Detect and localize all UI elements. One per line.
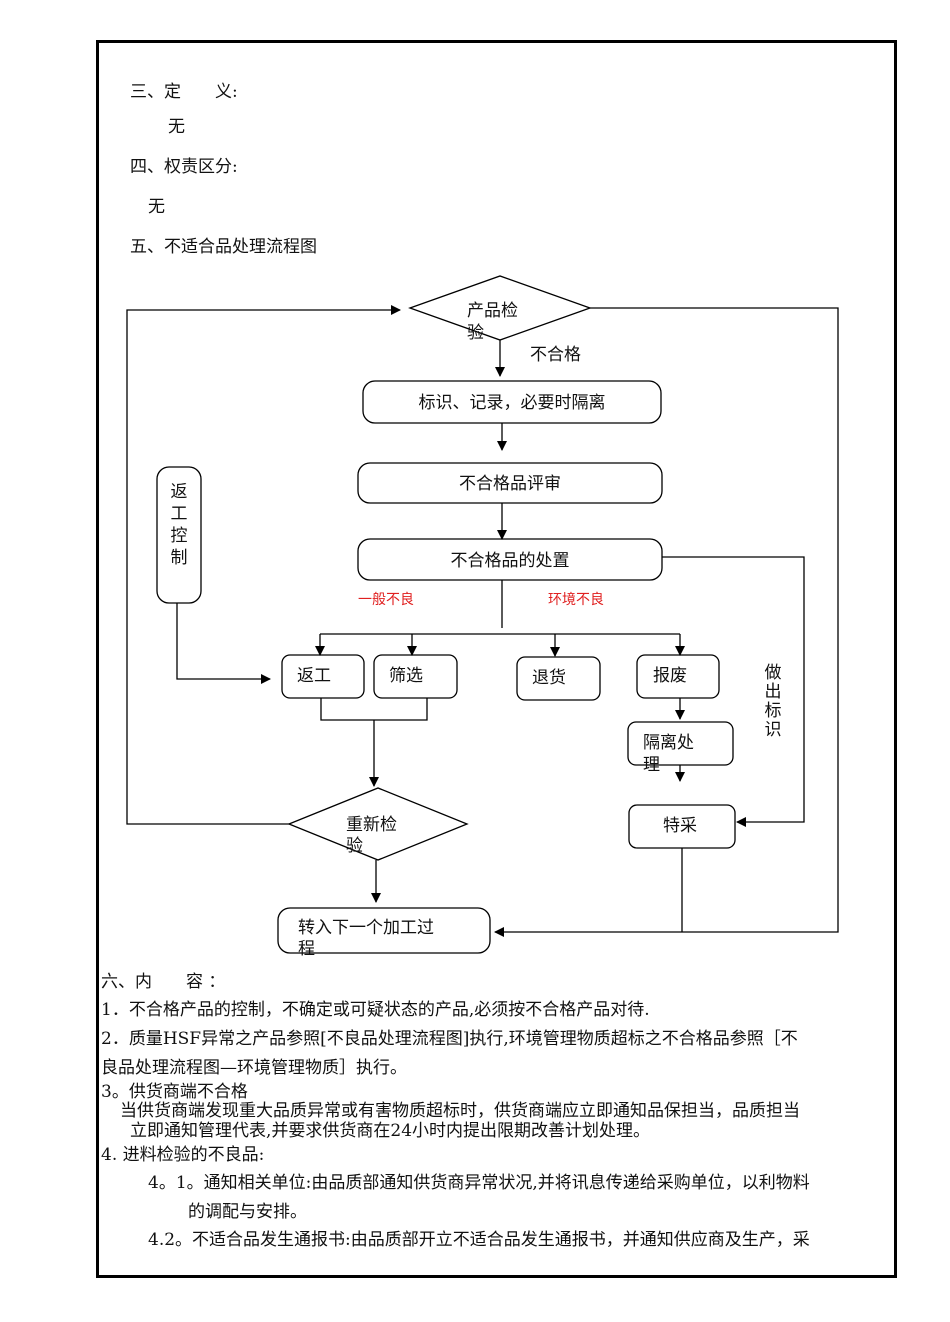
definition-heading: 三、定 义: — [130, 82, 238, 102]
inspect-text-2: 验 — [467, 323, 484, 343]
disposal-box — [357, 538, 663, 581]
isolate-text-1: 隔离处 — [643, 733, 694, 753]
review-box — [357, 462, 663, 504]
screen-box — [373, 654, 458, 699]
screen-text: 筛选 — [389, 666, 423, 686]
rework-text: 返工 — [297, 666, 331, 686]
content-line: 1．不合格产品的控制，不确定或可疑状态的产品,必须按不合格产品对待. — [101, 1000, 650, 1020]
rework-control-char: 返 — [171, 482, 188, 502]
mark-record-text: 标识、记录，必要时隔离 — [419, 393, 606, 413]
content-line: 的调配与安排。 — [188, 1202, 307, 1222]
content-line: 立即通知管理代表,并要求供货商在24小时内提出限期改善计划处理。 — [130, 1121, 651, 1141]
inspect-text-1: 产品检 — [467, 301, 518, 321]
rework-control-char: 控 — [171, 526, 188, 546]
content-line: 4。1。通知相关单位:由品质部通知供货商异常状况,并将讯息传递给采购单位，以利物… — [148, 1173, 810, 1193]
content-line: 2．质量HSF异常之产品参照[不良品处理流程图]执行,环境管理物质超标之不合格品… — [101, 1029, 798, 1049]
isolate-text-2: 理 — [643, 755, 660, 775]
content-line: 当供货商端发现重大品质异常或有害物质超标时，供货商端应立即通知品保担当，品质担当 — [120, 1101, 800, 1121]
content-line: 3。供货商端不合格 — [101, 1082, 248, 1102]
content-heading: 六、内 容 ： — [101, 972, 226, 992]
rework-control-box — [156, 466, 202, 604]
responsibility-heading: 四、权责区分: — [130, 157, 238, 177]
scrap-text: 报废 — [653, 666, 687, 686]
fail-label: 不合格 — [530, 345, 581, 365]
next-process-text-1: 转入下一个加工过 — [298, 918, 434, 938]
env-defect-label: 环境不良 — [548, 592, 604, 608]
mark-label-char: 标 — [765, 701, 782, 721]
return-text: 退货 — [532, 668, 566, 688]
mark-line — [662, 556, 805, 827]
page-border — [96, 40, 897, 1278]
reinspect-diamond — [287, 787, 469, 861]
responsibility-body: 无 — [148, 197, 165, 217]
rework-control-char: 制 — [171, 548, 188, 568]
flowchart-heading: 五、不适合品处理流程图 — [130, 237, 317, 257]
mark-label-char: 识 — [765, 720, 782, 740]
definition-body: 无 — [168, 117, 185, 137]
scrap-box — [636, 654, 720, 699]
special-accept-text: 特采 — [663, 816, 697, 836]
next-process-box — [277, 907, 491, 954]
merge-bracket — [320, 698, 428, 721]
mark-label-char: 出 — [765, 682, 782, 702]
return-box — [516, 656, 601, 701]
next-process-text-2: 程 — [298, 939, 315, 959]
review-text: 不合格品评审 — [459, 474, 561, 494]
rework-control-line — [176, 603, 271, 684]
rework-box — [281, 654, 365, 699]
disposal-text: 不合格品的处置 — [451, 551, 570, 571]
loop-left-line — [126, 305, 401, 825]
loop-right-line — [494, 307, 839, 937]
reinspect-text-2: 验 — [346, 836, 363, 856]
reinspect-text-1: 重新检 — [346, 815, 397, 835]
content-line: 良品处理流程图—环境管理物质］执行。 — [101, 1058, 407, 1078]
content-line: 4. 进料检验的不良品: — [101, 1145, 265, 1165]
content-line: 4.2。不适合品发生通报书:由品质部开立不适合品发生通报书，并通知供应商及生产，… — [148, 1230, 810, 1250]
mark-record-box — [362, 380, 662, 424]
rework-control-char: 工 — [171, 504, 188, 524]
mark-label-char: 做 — [765, 663, 782, 683]
general-defect-label: 一般不良 — [358, 592, 414, 608]
